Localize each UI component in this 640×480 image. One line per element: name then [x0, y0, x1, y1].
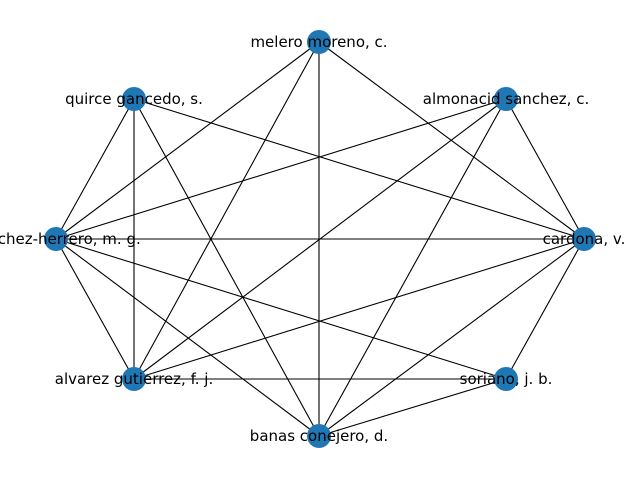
edge-banas-soriano — [318, 378, 507, 437]
edge-melero-alvarez — [133, 41, 320, 380]
node-banas — [307, 424, 331, 448]
node-sanchez — [44, 227, 68, 251]
edge-almonacid-sanchez — [55, 98, 507, 240]
edge-cardona-alvarez — [133, 238, 585, 380]
node-quirce — [122, 87, 146, 111]
labels-layer: melero moreno, c. quirce gancedo, s. almon… — [0, 33, 625, 445]
edge-almonacid-banas — [318, 98, 507, 437]
edge-melero-sanchez — [55, 41, 320, 240]
node-label-alvarez: alvarez gutierrez, f. j. — [55, 370, 213, 388]
edge-sanchez-alvarez — [55, 238, 135, 380]
node-label-quirce: quirce gancedo, s. — [65, 90, 203, 108]
edge-quirce-sanchez — [55, 98, 135, 240]
edge-almonacid-cardona — [505, 98, 585, 240]
node-almonacid — [494, 87, 518, 111]
node-label-banas: banas conejero, d. — [250, 427, 388, 445]
edge-sanchez-banas — [55, 238, 320, 437]
edge-sanchez-soriano — [55, 238, 507, 380]
node-cardona — [572, 227, 596, 251]
edge-quirce-cardona — [133, 98, 585, 240]
node-label-melero: melero moreno, c. — [250, 33, 387, 51]
edge-cardona-soriano — [505, 238, 585, 380]
node-label-soriano: soriano, j. b. — [460, 370, 553, 388]
node-alvarez — [122, 367, 146, 391]
node-label-sanchez: sanchez-herrero, m. g. — [0, 230, 141, 248]
edge-cardona-banas — [318, 238, 585, 437]
node-label-almonacid: almonacid sanchez, c. — [423, 90, 589, 108]
node-melero — [307, 30, 331, 54]
node-soriano — [494, 367, 518, 391]
node-label-cardona: cardona, v. — [543, 230, 626, 248]
nodes-layer — [44, 30, 596, 448]
edges-layer — [55, 41, 585, 437]
edge-quirce-banas — [133, 98, 320, 437]
